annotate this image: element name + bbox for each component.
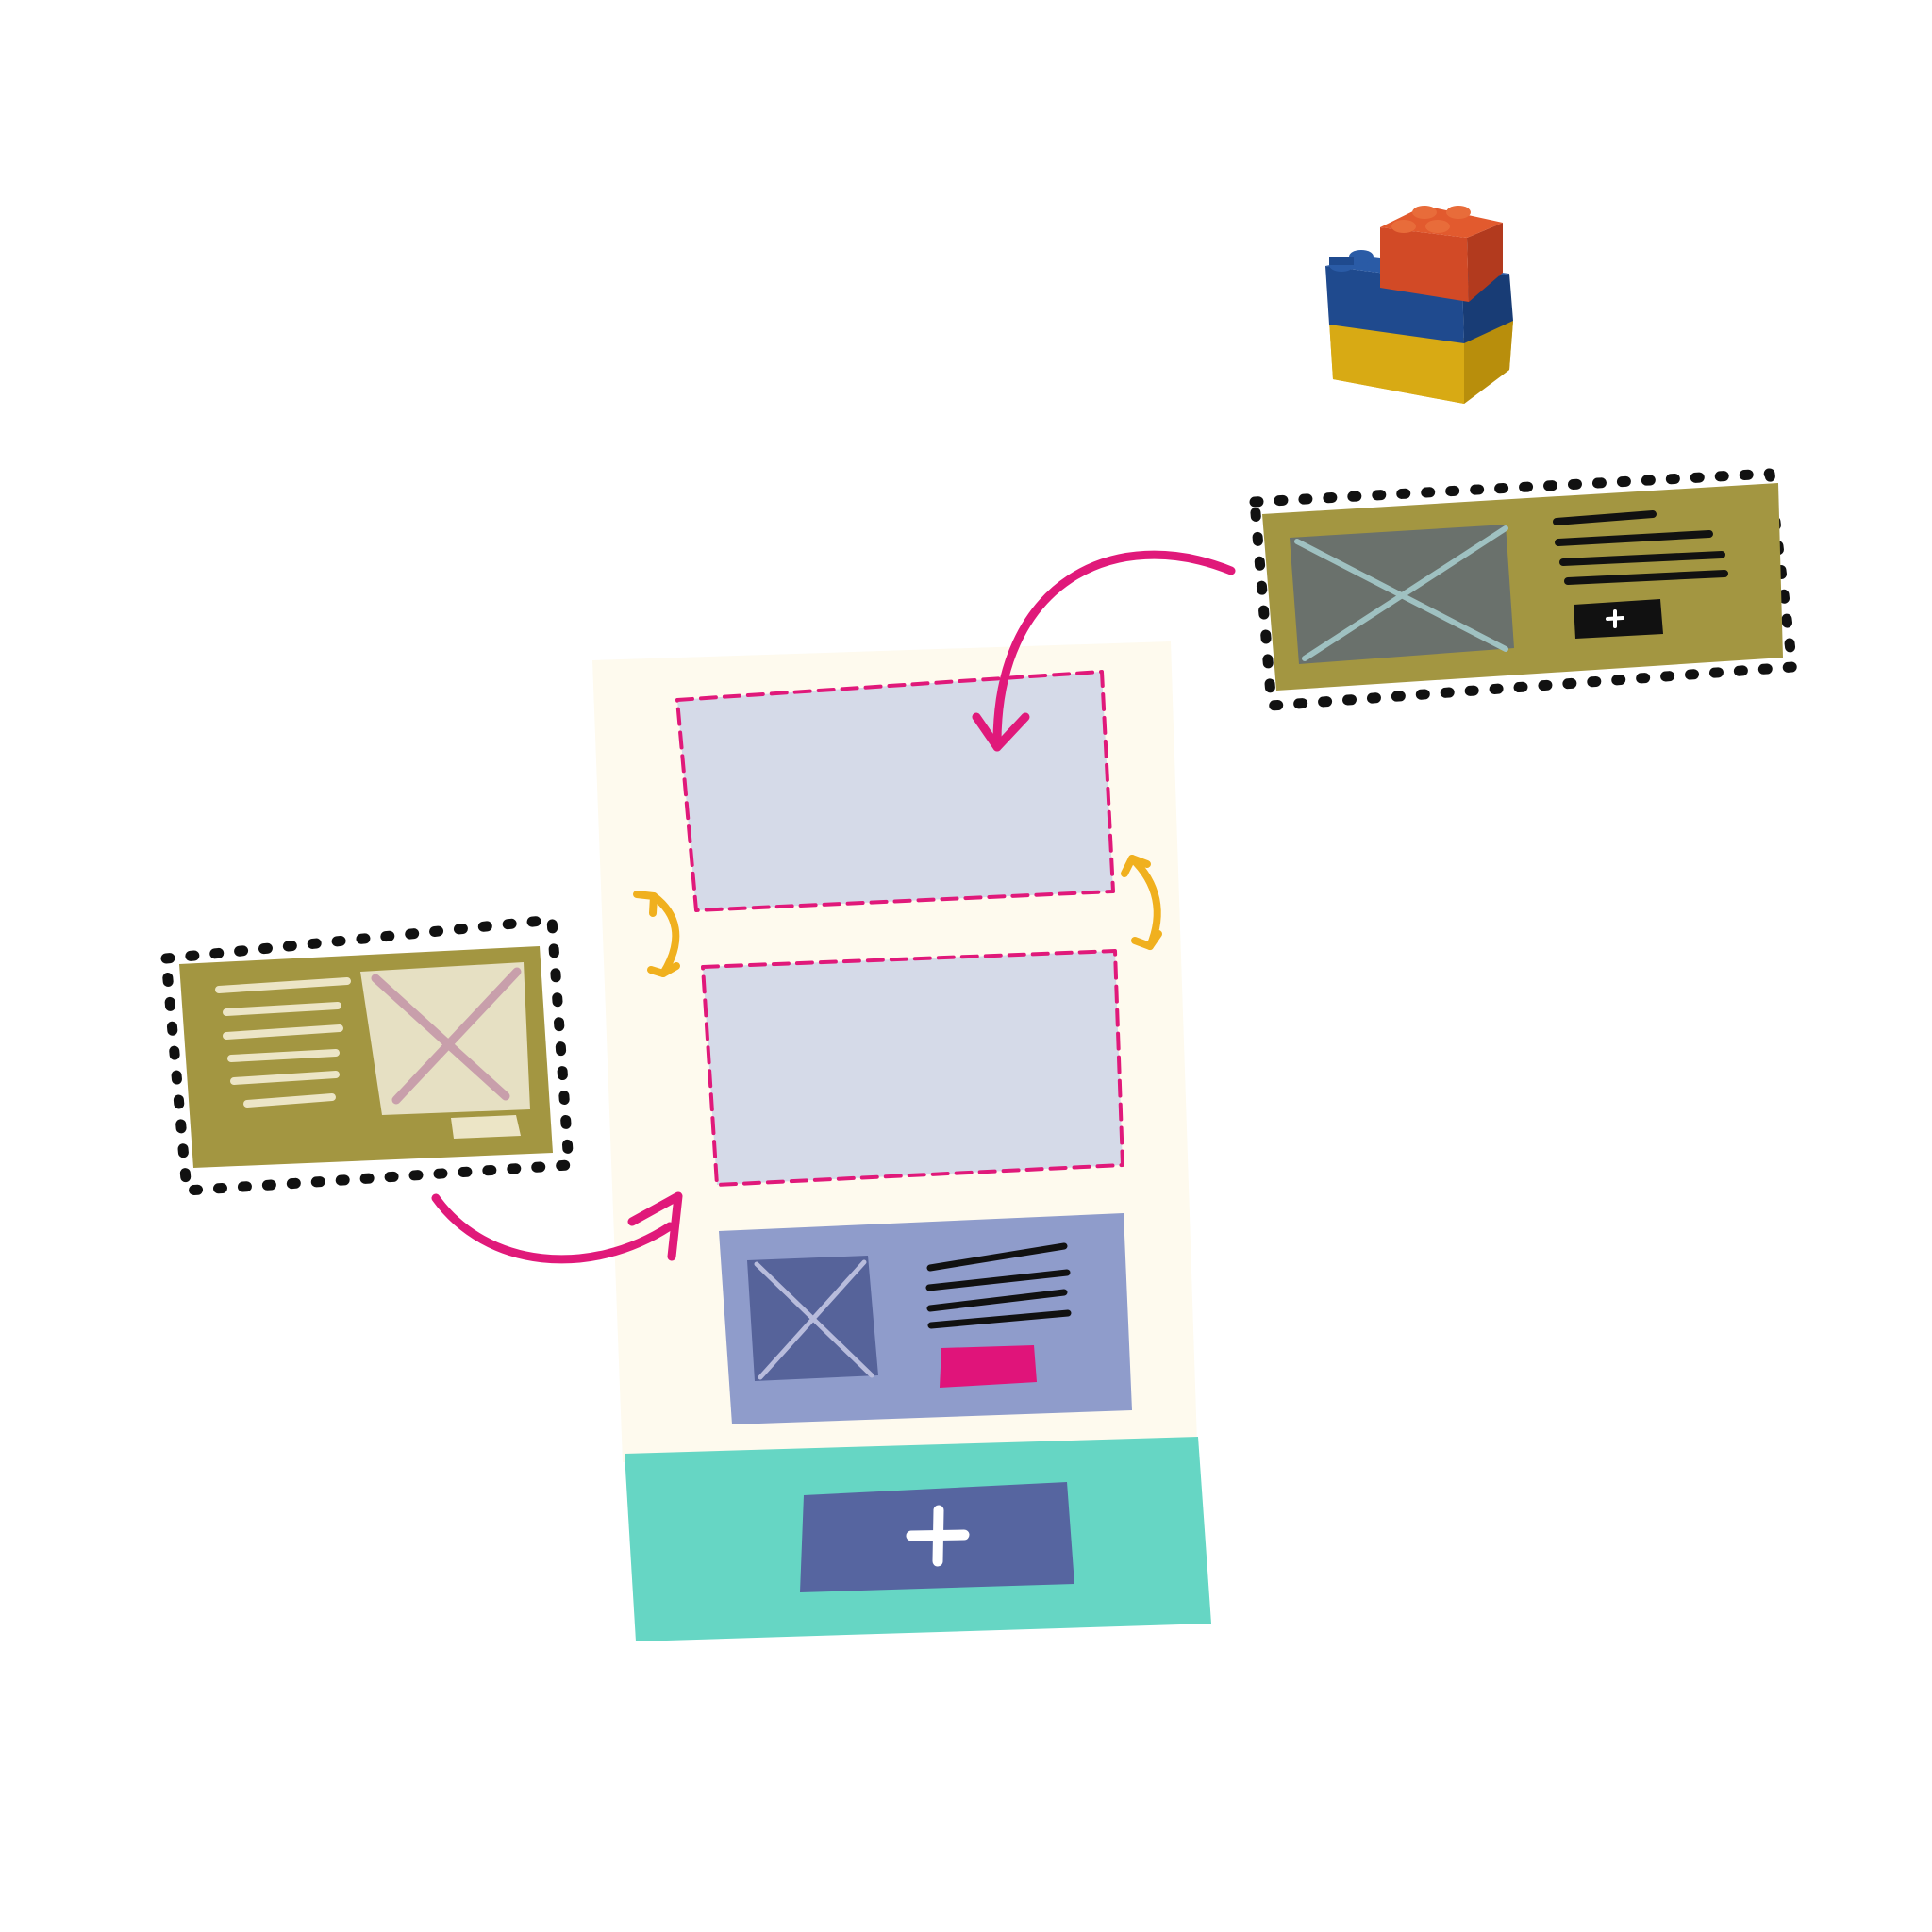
module-card-draggable[interactable] [160, 914, 575, 1196]
placed-module-card[interactable] [719, 1213, 1132, 1424]
double-headed-arrow-icon [1121, 855, 1162, 950]
module-action-button[interactable] [451, 1115, 521, 1139]
text-lines [215, 977, 351, 1108]
red-brick [1380, 206, 1503, 302]
double-headed-arrow-icon [633, 891, 680, 977]
text-lines [925, 1242, 1072, 1329]
curved-arrow-icon [972, 550, 1236, 752]
module-card-draggable[interactable] [1249, 468, 1798, 711]
drop-slot[interactable] [675, 670, 1115, 912]
text-lines [1553, 510, 1728, 585]
drop-slot[interactable] [701, 949, 1124, 1187]
lego-bricks-icon [1325, 206, 1513, 404]
curved-arrow-icon [431, 1191, 683, 1264]
plus-icon [1606, 609, 1624, 628]
plus-icon [906, 1505, 970, 1567]
card-action-button[interactable] [940, 1345, 1037, 1388]
